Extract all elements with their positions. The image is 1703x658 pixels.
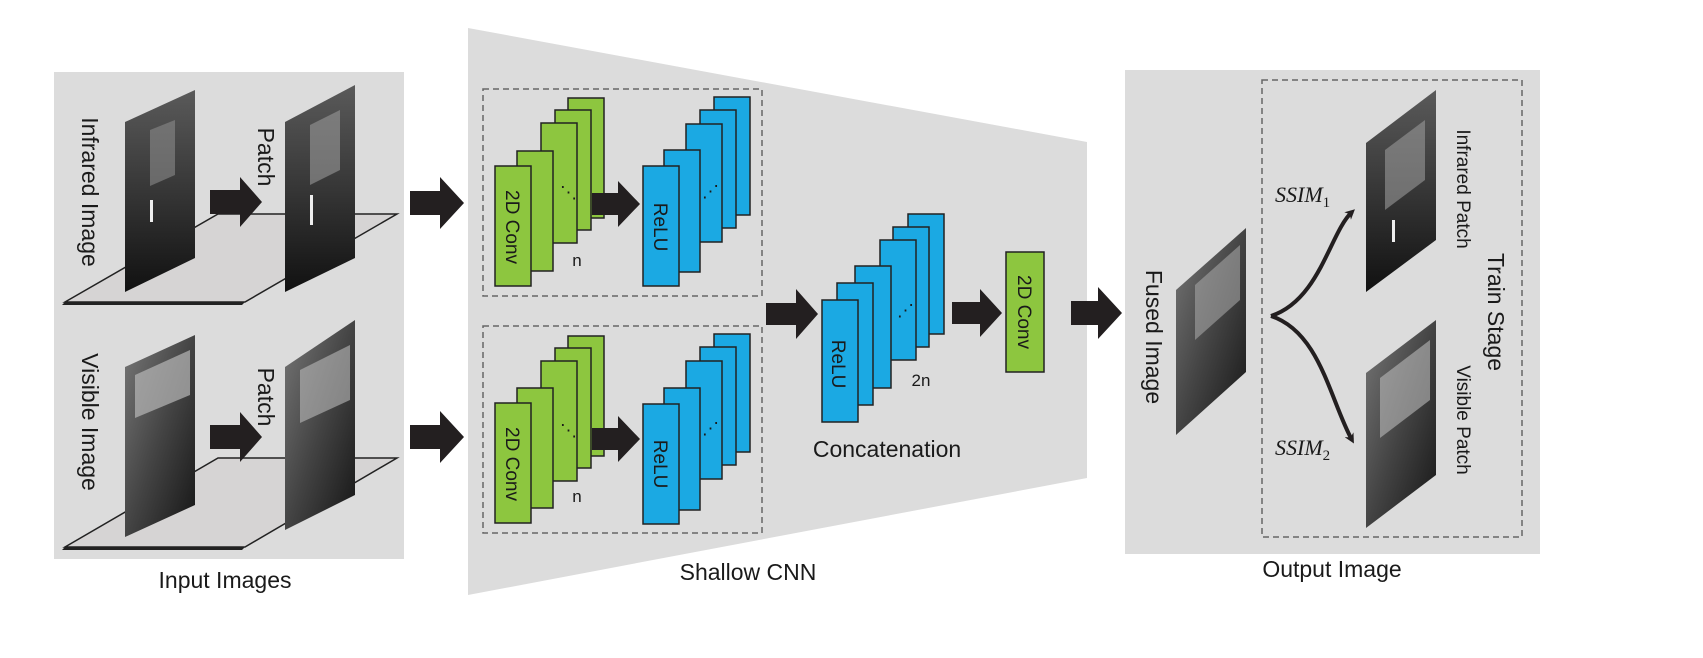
ssim2-label: SSIM2 bbox=[1275, 435, 1330, 464]
patch-label-top: Patch bbox=[253, 128, 279, 187]
relu-stack-bottom: ⋰ bbox=[642, 333, 751, 525]
svg-text:⋱: ⋱ bbox=[560, 421, 577, 440]
svg-text:⋰: ⋰ bbox=[702, 419, 719, 438]
ssim-arrow-down bbox=[1270, 314, 1354, 444]
n-label-top: n bbox=[572, 251, 581, 270]
dashed-block-top bbox=[482, 88, 763, 297]
input-images-caption: Input Images bbox=[159, 567, 292, 593]
conv-output-block bbox=[1005, 251, 1045, 373]
conv-label-bottom: 2D Conv bbox=[501, 427, 522, 501]
infrared-patch-label: Infrared Patch bbox=[1452, 129, 1473, 248]
conv-label-top: 2D Conv bbox=[501, 190, 522, 264]
ssim-arrow-up bbox=[1270, 209, 1355, 318]
infrared-image-label: Infrared Image bbox=[77, 117, 103, 267]
arrow-right bbox=[592, 416, 640, 462]
arrow-right bbox=[210, 177, 262, 227]
visible-patch-output-photo bbox=[1366, 320, 1436, 528]
infrared-patch-output-photo bbox=[1366, 90, 1436, 292]
n-label-concat: 2n bbox=[912, 371, 931, 390]
relu-label-concat: ReLU bbox=[827, 340, 848, 389]
visible-image-label: Visible Image bbox=[77, 353, 103, 491]
relu-stack-top: ⋰ bbox=[642, 96, 751, 287]
infrared-image-photo bbox=[125, 90, 195, 292]
relu-label-top: ReLU bbox=[649, 203, 670, 252]
output-panel: Fused Image SSIM1 SSIM2 Infrared Patch V… bbox=[1125, 70, 1540, 554]
relu-label-bottom: ReLU bbox=[649, 440, 670, 489]
relu-stack-concat: ⋰ bbox=[821, 213, 945, 423]
conv-label-output: 2D Conv bbox=[1013, 275, 1034, 349]
arrow-right bbox=[410, 411, 464, 463]
arrow-right bbox=[952, 289, 1002, 337]
svg-text:⋰: ⋰ bbox=[702, 182, 719, 201]
output-image-caption: Output Image bbox=[1262, 556, 1401, 582]
n-label-bottom: n bbox=[572, 487, 581, 506]
svg-text:⋰: ⋰ bbox=[897, 301, 914, 320]
arrow-right bbox=[210, 412, 262, 462]
dashed-block-bottom bbox=[482, 325, 763, 534]
shallow-cnn-panel: ⋱ ⋰ 2D Conv ReLU n ⋱ bbox=[468, 28, 1087, 595]
train-stage-block bbox=[1261, 79, 1523, 538]
input-panel: Infrared Image Patch Visible Image Patch bbox=[54, 72, 404, 559]
infrared-patch-photo bbox=[285, 85, 355, 292]
concatenation-label: Concatenation bbox=[813, 436, 961, 462]
conv-stack-bottom: ⋱ bbox=[494, 335, 605, 524]
arrow-right bbox=[1071, 287, 1122, 339]
arrow-right bbox=[410, 177, 464, 229]
visible-patch-photo bbox=[285, 320, 355, 530]
arrow-right bbox=[592, 181, 640, 227]
visible-image-photo bbox=[125, 335, 195, 537]
arrow-right bbox=[766, 289, 818, 339]
fused-image-label: Fused Image bbox=[1141, 270, 1167, 404]
fused-image-photo bbox=[1176, 228, 1246, 435]
patch-label-bottom: Patch bbox=[253, 368, 279, 427]
shallow-cnn-caption: Shallow CNN bbox=[680, 559, 817, 585]
svg-text:⋱: ⋱ bbox=[560, 183, 577, 202]
ssim1-label: SSIM1 bbox=[1275, 182, 1330, 211]
conv-stack-top: ⋱ bbox=[494, 97, 605, 287]
visible-patch-label: Visible Patch bbox=[1452, 365, 1473, 475]
train-stage-label: Train Stage bbox=[1483, 253, 1509, 371]
